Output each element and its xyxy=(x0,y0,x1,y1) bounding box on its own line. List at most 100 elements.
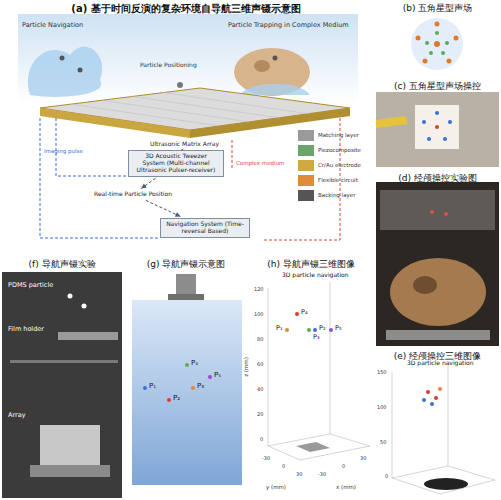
annotation-label: 30 xyxy=(296,472,302,478)
annotation-label: 60 xyxy=(257,362,263,368)
panel-g-art-shape xyxy=(167,398,171,402)
part-label: Ultrasonic Matrix Array xyxy=(148,140,221,149)
annotation-label: 30 xyxy=(360,456,366,462)
panel-d-art-shape xyxy=(444,212,448,216)
panel-a-art-shape xyxy=(298,160,314,171)
panel-title: (g) 导航声镊示意图 xyxy=(124,256,248,271)
annotation-label: 120 xyxy=(254,287,264,293)
panel-d-art-shape xyxy=(376,182,499,346)
panel-e-art-shape xyxy=(424,478,468,490)
panel-a-art-shape xyxy=(273,56,278,61)
figure-panel: (d) 经颅操控实验图 xyxy=(374,170,501,348)
annotation-label: 100 xyxy=(377,405,387,411)
panel-a-art-shape xyxy=(40,108,190,138)
panel-a-art-shape xyxy=(78,68,83,73)
annotation-label: y (mm) xyxy=(266,484,286,490)
panel-a-art-shape xyxy=(28,47,102,97)
panel-e-art-shape xyxy=(438,387,442,391)
figure-panel: (e) 经颅操控三维图像 xyxy=(374,348,501,500)
panel-h-art-shape xyxy=(307,328,311,332)
panel-c-art-shape xyxy=(376,116,408,128)
panel-d-art-shape xyxy=(413,276,437,294)
annotation-label: Cr/Au electrode xyxy=(318,162,361,168)
panel-d-art-shape xyxy=(430,210,434,214)
panel-a-art-shape xyxy=(240,84,310,95)
panel-h-art-shape xyxy=(313,328,317,332)
annotation-label: Film holder xyxy=(8,326,44,333)
annotation-label: 0 xyxy=(385,474,388,480)
panel-g-art-shape xyxy=(176,274,196,296)
panel-b-art-shape xyxy=(434,41,440,47)
panel-c-art-shape xyxy=(443,137,447,141)
panel-g-art-shape xyxy=(168,294,204,300)
process-box: 3D Acoustic Tweezer System (Multi-channe… xyxy=(128,150,224,177)
panel-h-art-shape xyxy=(268,282,370,460)
annotation-label: 0 xyxy=(260,437,263,443)
point-label: Particle Navigation xyxy=(22,22,83,29)
point-label: P₃ xyxy=(313,334,320,341)
panel-b-art-shape xyxy=(429,51,433,55)
annotation-label: 80 xyxy=(257,337,263,343)
panel-d-art-shape xyxy=(386,330,490,340)
figure-panel: (c) 五角星型声场操控 xyxy=(374,78,501,170)
panel-a-art-shape xyxy=(232,140,233,170)
panel-a-art-shape xyxy=(40,118,158,238)
panel-a-art-shape xyxy=(298,130,314,141)
panel-b-art-shape xyxy=(411,18,463,70)
panel-a-art-shape xyxy=(60,56,65,61)
figure-panel: (f) 导航声镊实验 xyxy=(0,256,124,500)
annotation-label: 0 xyxy=(342,464,345,470)
panel-c-art-shape xyxy=(376,92,499,167)
panel-c-art-shape xyxy=(435,125,439,129)
panel-e-art xyxy=(392,362,495,494)
panel-h-art-shape xyxy=(285,328,289,332)
panel-g-art-shape xyxy=(143,386,147,390)
panel-b-art-shape xyxy=(435,22,440,27)
node-text: Real-time Particle Position xyxy=(94,191,172,198)
connector xyxy=(141,178,155,188)
annotation-label: Backing layer xyxy=(318,192,355,198)
panel-h-art-shape xyxy=(329,328,333,332)
panel-b-art-shape xyxy=(416,36,421,41)
panel-b-art xyxy=(411,18,463,70)
point-label: P₃ xyxy=(197,383,204,391)
panel-g-art xyxy=(132,274,242,485)
point-label: P₅ xyxy=(214,372,221,380)
panel-h-art-shape xyxy=(295,312,299,316)
panel-a-art xyxy=(18,14,358,240)
panel-a-art-shape xyxy=(56,118,128,176)
panel-e-art-shape xyxy=(422,398,426,402)
panel-a-art-shape xyxy=(298,145,314,156)
point-label: PDMS particle xyxy=(8,282,53,289)
panel-f-art-shape xyxy=(2,272,122,498)
panel-title: (b) 五角星型声场 xyxy=(374,0,501,15)
panel-title: (c) 五角星型声场操控 xyxy=(374,78,501,93)
panel-title: (f) 导航声镊实验 xyxy=(0,256,124,271)
panel-c-art-shape xyxy=(427,137,431,141)
point-label: P₄ xyxy=(191,360,198,368)
panel-a-art-shape xyxy=(70,92,310,126)
panel-c-art-shape xyxy=(415,105,459,149)
panel-f-art-shape xyxy=(82,304,87,309)
annotation-label: 100 xyxy=(254,312,264,318)
annotation-label: Complex medium xyxy=(236,160,284,166)
point-label: P₅ xyxy=(335,325,342,332)
annotation-label: 20 xyxy=(257,412,263,418)
panel-e-art-shape xyxy=(434,396,438,400)
panel-c-art-shape xyxy=(435,111,439,115)
arrow-head xyxy=(175,212,181,217)
panel-title: (a) 基于时间反演的复杂环境自导航三维声镊示意图 xyxy=(0,0,372,16)
panel-f-art-shape xyxy=(58,332,118,340)
panel-d-art-shape xyxy=(390,258,486,326)
panel-a-art-shape xyxy=(177,82,183,88)
node-text: Navigation System (Time-reversal Based) xyxy=(165,221,245,235)
annotation-label: 40 xyxy=(257,387,263,393)
figure-panel: (b) 五角星型声场 xyxy=(374,0,501,78)
annotation-label: -30 xyxy=(262,456,270,462)
figure-panel: (a) 基于时间反演的复杂环境自导航三维声镊示意图 Ultrasonic Matr… xyxy=(0,0,372,256)
panel-h-art-shape xyxy=(296,442,330,452)
panel-title: (h) 导航声镊三维图像 xyxy=(248,256,374,271)
connector xyxy=(146,200,181,216)
arrow-head xyxy=(141,184,147,189)
